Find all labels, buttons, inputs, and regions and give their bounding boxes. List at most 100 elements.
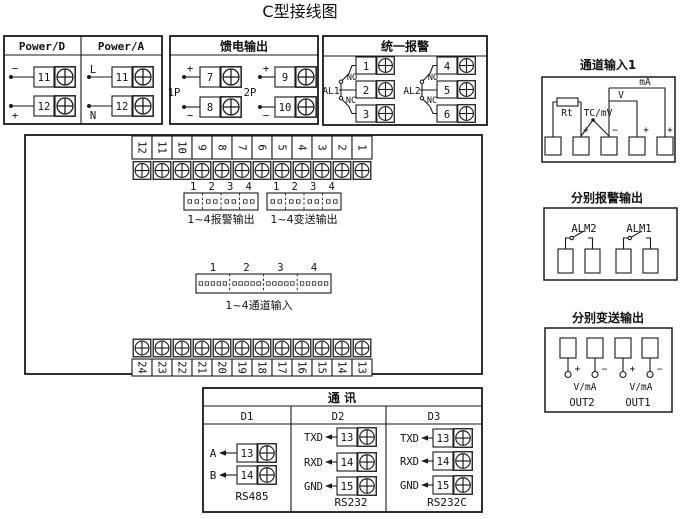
terminal-number: 11 — [156, 141, 168, 154]
connector-number: 4 — [311, 262, 317, 274]
terminal-number: 14 — [336, 361, 348, 374]
pin-icon — [250, 281, 255, 286]
terminal-number: 14 — [341, 457, 354, 469]
signal-label: TXD — [400, 433, 419, 445]
separate-alarm-box: 分别报警输出 ALM2 ALM1 — [543, 190, 678, 281]
protocol-label: RS232C — [427, 496, 467, 509]
transmit-output-connector: 1 2 3 4 1~4变送输出 — [266, 181, 342, 226]
connector-number: 4 — [246, 181, 252, 193]
screw-terminal-icon — [132, 160, 152, 181]
terminal-number: 19 — [236, 361, 248, 374]
terminal-number: 4 — [444, 61, 450, 73]
pin-icon — [231, 199, 236, 204]
sign-minus: − — [612, 125, 618, 136]
pin-icon — [305, 281, 311, 286]
sign-plus: + — [643, 125, 649, 136]
screw-terminal-icon — [453, 475, 473, 495]
range-label: V/mA — [574, 382, 597, 393]
channel-input1-box: 通道输入1 Rt TC/mV V mA + − + + — [541, 57, 676, 163]
screw-terminal-icon — [220, 66, 242, 88]
terminal-number: 6 — [256, 144, 268, 150]
connector-number: 1 — [273, 181, 279, 193]
screw-terminal-icon — [357, 452, 377, 472]
terminal-number: 4 — [296, 144, 308, 150]
alm1-label: ALM1 — [626, 223, 651, 235]
protocol-label: RS485 — [235, 490, 268, 503]
terminal-number: 12 — [136, 141, 148, 154]
screw-terminal-icon — [376, 80, 395, 99]
screw-terminal-icon — [132, 95, 154, 117]
power-a-title: Power/A — [98, 40, 145, 53]
rt-label: Rt — [561, 108, 572, 119]
pin-icon — [213, 199, 218, 204]
pin-icon — [232, 281, 237, 286]
terminal-number: 1 — [356, 144, 368, 150]
signal-label: RXD — [400, 456, 419, 468]
screw-terminal-icon — [457, 104, 476, 123]
terminal-number: 3 — [363, 109, 369, 121]
screw-terminal-icon — [272, 338, 292, 358]
screw-terminal-icon — [132, 66, 154, 88]
screw-terminal-icon — [152, 160, 172, 181]
ma-label: mA — [639, 77, 651, 88]
feed-group-2p: 2P — [244, 87, 257, 99]
al1-no-label: NO — [347, 73, 357, 83]
terminal-number: 22 — [176, 361, 188, 374]
screw-terminal-icon — [332, 338, 352, 358]
terminal-number: 5 — [444, 85, 450, 97]
screw-terminal-icon — [132, 338, 152, 358]
pin-icon — [243, 199, 248, 204]
power-box: Power/D Power/A − 11 + 12 L 11 N 12 — [3, 35, 163, 125]
feed-sign: − — [263, 110, 269, 122]
separate-transmit-title: 分别变送输出 — [572, 310, 644, 325]
terminal-number: 16 — [296, 361, 308, 374]
terminal-number: 8 — [207, 102, 213, 114]
screw-terminal-icon — [232, 338, 252, 358]
connector-number: 2 — [209, 181, 215, 193]
screw-terminal-icon — [212, 160, 232, 181]
signal-label: TXD — [304, 432, 323, 444]
screw-terminal-icon — [376, 56, 395, 75]
out1-label: OUT1 — [625, 397, 650, 409]
pin-icon — [204, 281, 210, 286]
comm-col-d3: D3 — [428, 411, 441, 423]
pin-icon — [278, 281, 283, 286]
power-a-sign-1: L — [90, 64, 96, 76]
terminal-number: 13 — [241, 448, 254, 460]
terminal-number: 23 — [156, 361, 168, 374]
comm-title: 通 讯 — [328, 390, 356, 405]
top-terminal-strip: 12 11 10 9 8 7 6 5 4 3 2 1 — [131, 135, 373, 181]
alarm-relay-al1: AL1 NO NC 1 2 3 — [322, 56, 395, 123]
pin-icon — [289, 199, 294, 204]
page-title: C型接线图 — [262, 2, 337, 21]
screw-terminal-icon — [252, 338, 272, 358]
terminal-number: 15 — [341, 481, 354, 493]
terminal-number: 7 — [207, 72, 213, 84]
feed-sign: + — [263, 63, 269, 75]
pin-icon — [307, 199, 312, 204]
signal-label: GND — [304, 481, 323, 493]
terminal-number: 20 — [216, 361, 228, 374]
screw-terminal-icon — [332, 160, 352, 181]
relay-contact-alm2 — [557, 230, 601, 274]
power-d-sign-1: − — [12, 63, 18, 75]
pin-icon — [333, 199, 338, 204]
connector-number: 4 — [329, 181, 335, 193]
terminal-number: 24 — [136, 361, 148, 374]
screw-terminal-icon — [457, 56, 476, 75]
signal-label: A — [210, 447, 217, 460]
terminal-number: 1 — [363, 61, 369, 73]
pin-icon — [299, 281, 305, 286]
pin-icon — [290, 281, 295, 286]
screw-terminal-icon — [152, 338, 172, 358]
screw-terminal-icon — [453, 451, 473, 471]
screw-terminal-icon — [192, 160, 212, 181]
sign-plus: + — [630, 364, 636, 375]
terminal-number: 10 — [279, 102, 292, 114]
pin-icon — [224, 199, 229, 204]
screw-terminal-icon — [453, 428, 473, 448]
alarm-output-connector: 1 2 3 4 1~4报警输出 — [183, 181, 259, 226]
connector-number: 3 — [277, 262, 283, 274]
pin-icon — [244, 281, 249, 286]
terminal-number: 2 — [336, 144, 348, 150]
